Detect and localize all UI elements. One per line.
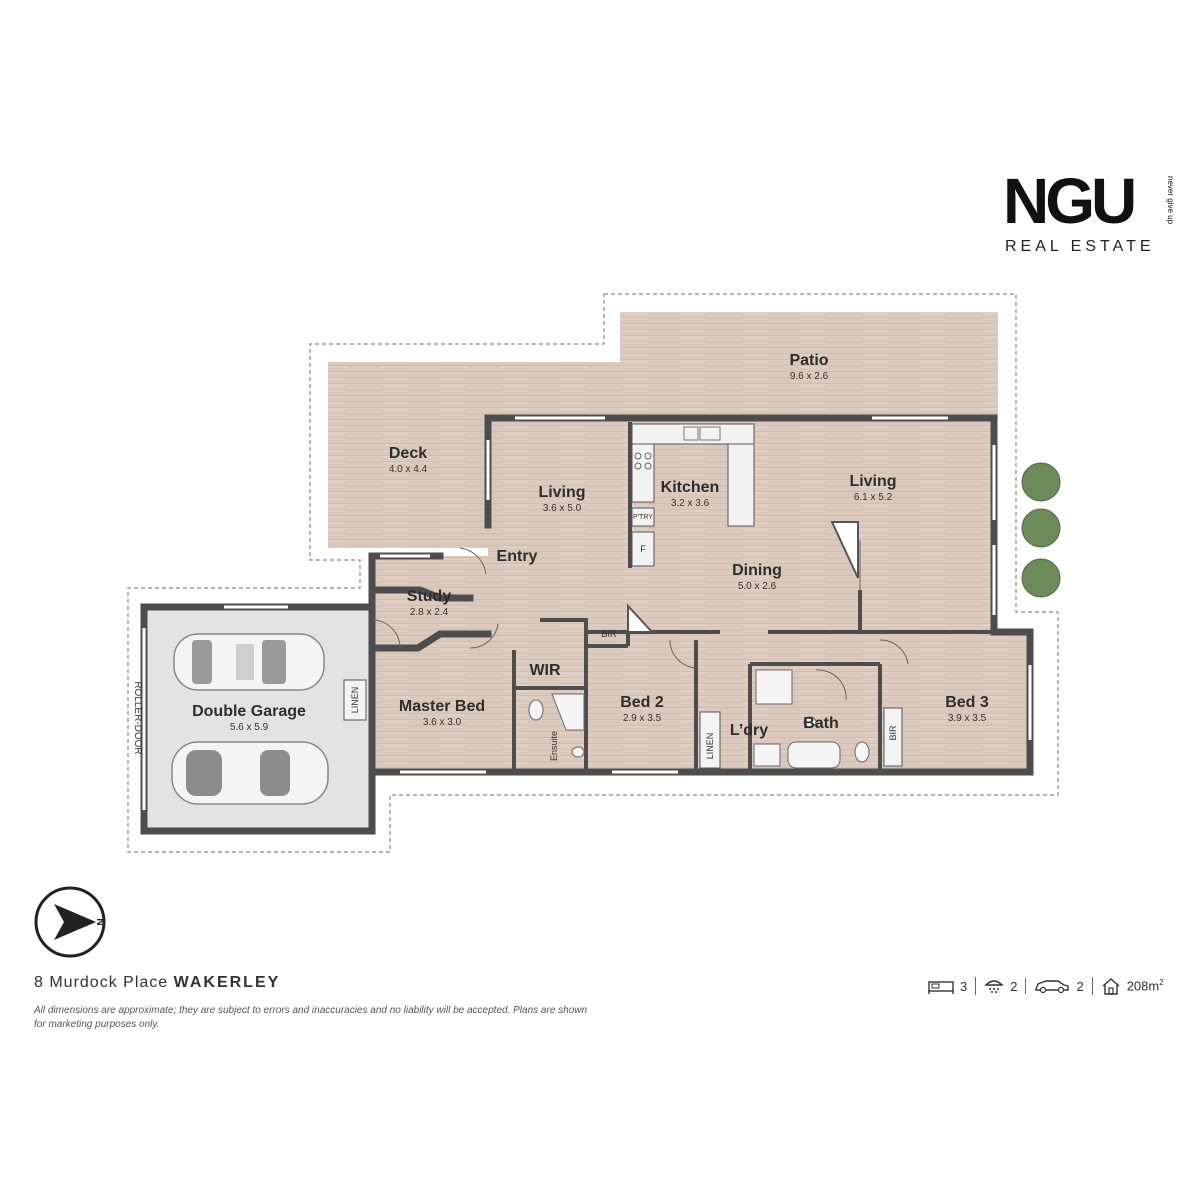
room-bed2-name: Bed 2 (620, 694, 664, 711)
room-dining-dims: 5.0 x 2.6 (738, 581, 777, 592)
stat-car-spaces: 2 (1025, 978, 1091, 994)
room-garage-name: Double Garage (192, 703, 306, 720)
stair-marker (830, 521, 859, 579)
bed3-bir (883, 707, 903, 767)
linen-label-laundry: LINEN (705, 733, 715, 760)
stat-area-number: 208m (1126, 978, 1160, 994)
room-bath-name: Bath (803, 715, 839, 732)
room-laundry-name: L’dry (730, 722, 768, 739)
property-address: 8 Murdock Place WAKERLEY (34, 974, 280, 992)
brand-logo: NGU never give up REAL ESTATE (1003, 165, 1178, 260)
room-study-dims: 2.8 x 2.4 (410, 607, 449, 618)
property-stats: 3 2 2 208m2 (920, 972, 1172, 1000)
car-icon (1035, 980, 1070, 994)
room-master-dims: 3.6 x 3.0 (423, 717, 462, 728)
room-living1-name: Living (538, 484, 585, 501)
garage-linen-cupboard (343, 679, 367, 721)
fridge-label: F (640, 544, 646, 554)
patio-deck-floor (328, 312, 998, 548)
windows (142, 416, 1032, 810)
room-deck-name: Deck (389, 445, 427, 462)
stat-bathrooms-value: 2 (1010, 978, 1018, 994)
room-garage-dims: 5.6 x 5.9 (230, 722, 269, 733)
car-bottom (171, 741, 329, 805)
room-kitchen-dims: 3.2 x 3.6 (671, 498, 710, 509)
stat-area: 208m2 (1091, 977, 1172, 995)
shower-icon (984, 980, 1004, 993)
brand-tagline: never give up (1166, 176, 1175, 225)
room-study-name: Study (407, 588, 452, 605)
stat-area-unit-sup: 2 (1159, 978, 1164, 988)
room-master-name: Master Bed (399, 698, 485, 715)
room-deck-dims: 4.0 x 4.4 (389, 464, 428, 475)
bir-label-1: BIR (601, 629, 617, 639)
room-living1-dims: 3.6 x 5.0 (543, 503, 582, 514)
stat-bathrooms: 2 (975, 977, 1025, 995)
room-kitchen-name: Kitchen (661, 479, 720, 496)
fixtures (528, 669, 870, 769)
laundry-linen-cupboard (699, 711, 721, 769)
interior-walls (512, 422, 994, 772)
room-living2-dims: 6.1 x 5.2 (854, 492, 893, 503)
room-patio-dims: 9.6 x 2.6 (790, 371, 829, 382)
room-bed2-dims: 2.9 x 3.5 (623, 713, 662, 724)
brand-name: NGU (1003, 165, 1137, 237)
cooktop-icon (634, 452, 652, 470)
address-street: 8 Murdock Place (34, 974, 169, 991)
disclaimer-text: All dimensions are approximate; they are… (34, 1005, 588, 1030)
bir-label-2: BIR (888, 725, 898, 741)
car-top (173, 633, 325, 691)
house-icon (1102, 978, 1120, 995)
brand-subtitle: REAL ESTATE (1005, 238, 1155, 255)
boundary-line (127, 293, 1059, 853)
stat-bedrooms-value: 3 (960, 978, 968, 994)
room-bed3-name: Bed 3 (945, 694, 989, 711)
address-suburb: WAKERLEY (173, 974, 281, 991)
linen-label-garage: LINEN (350, 687, 360, 714)
interior-floor (372, 418, 1030, 772)
ensuite-label: Ensuite (549, 731, 559, 761)
room-living2-name: Living (849, 473, 896, 490)
room-patio-name: Patio (789, 352, 828, 369)
stat-bedrooms: 3 (920, 978, 975, 994)
shrubs (1021, 462, 1061, 598)
room-bed3-dims: 3.9 x 3.5 (948, 713, 987, 724)
room-dining-name: Dining (732, 562, 782, 579)
room-wir-name: WIR (529, 662, 561, 679)
stat-car-spaces-value: 2 (1076, 978, 1084, 994)
stat-area-value: 208m2 (1127, 978, 1164, 993)
roller-door-label: ROLLER-DOOR (132, 681, 143, 754)
pantry-label: P'TRY (633, 514, 653, 521)
compass-letter: N (94, 918, 105, 925)
door-swings (371, 540, 909, 701)
compass-icon: N (34, 886, 106, 958)
bed-icon (928, 981, 954, 994)
room-entry-name: Entry (497, 548, 538, 565)
sink-icon (683, 426, 721, 441)
step-marker (627, 603, 655, 633)
